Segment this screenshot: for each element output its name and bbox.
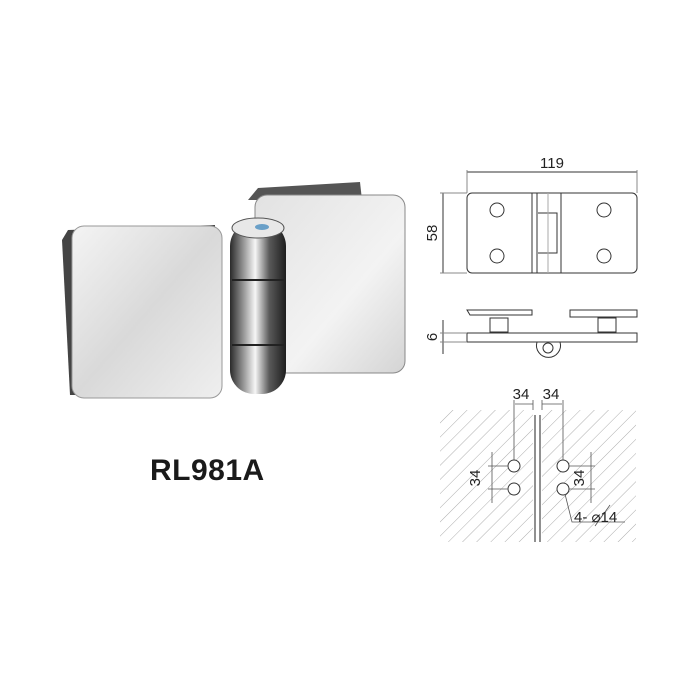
top-view-drawing (440, 170, 638, 274)
left-spacing-dimension: 34 (467, 470, 484, 487)
hole (556, 459, 570, 473)
hole (507, 459, 521, 473)
hole-spec-label: 4- ⌀14 (574, 509, 617, 526)
left-offset-dimension: 34 (513, 386, 530, 403)
side-view-drawing (440, 309, 638, 358)
thickness-dimension: 6 (424, 333, 441, 341)
hole-layout-drawing (440, 400, 636, 542)
right-offset-dimension: 34 (543, 386, 560, 403)
hole (507, 482, 521, 496)
height-dimension: 58 (424, 225, 441, 242)
right-spacing-dimension: 34 (571, 470, 588, 487)
hinge-photo (62, 182, 406, 399)
model-number: RL981A (150, 454, 265, 487)
hole (556, 482, 570, 496)
width-dimension: 119 (540, 155, 564, 172)
